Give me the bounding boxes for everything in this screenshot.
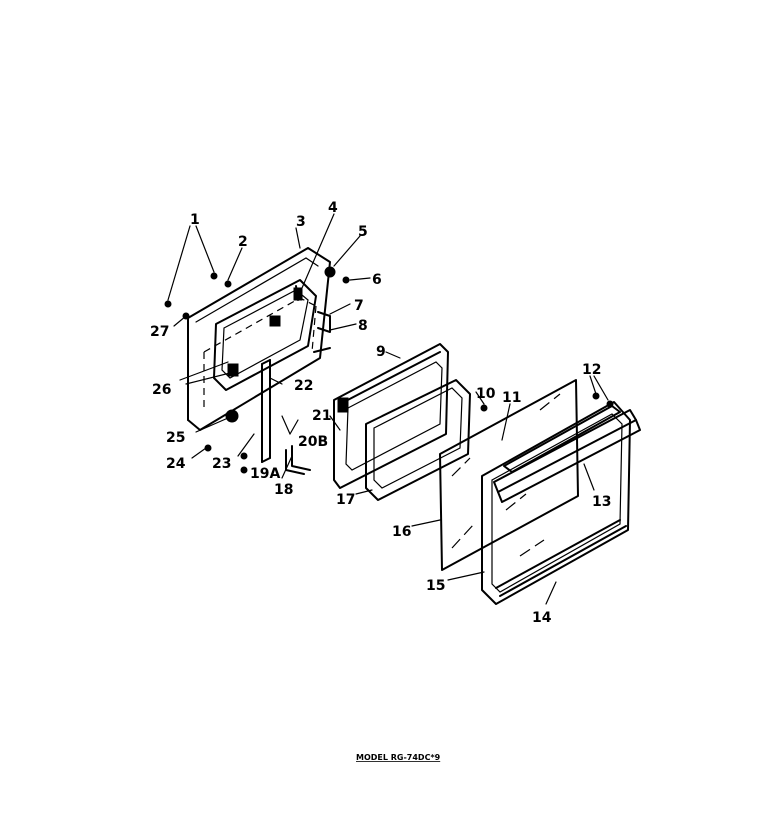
callout-24: 24 <box>166 456 186 472</box>
model-caption: MODEL RG-74DC*9 <box>356 753 441 762</box>
callout-27: 27 <box>150 324 169 340</box>
callout-9: 9 <box>376 344 386 360</box>
latch-bracket <box>313 266 336 353</box>
callout-23: 23 <box>212 456 231 472</box>
callout-16: 16 <box>392 524 411 540</box>
callout-14: 14 <box>532 610 552 626</box>
callout-4: 4 <box>328 200 338 216</box>
door-gasket <box>227 285 303 377</box>
callout-15: 15 <box>426 578 445 594</box>
callout-18: 18 <box>274 482 293 498</box>
callout-25: 25 <box>166 430 185 446</box>
callout-2: 2 <box>238 234 248 250</box>
callout-5: 5 <box>358 224 368 240</box>
top-trim <box>503 405 621 473</box>
window-glass-frame <box>365 379 471 501</box>
callout-19a: 19A <box>250 466 280 482</box>
callout-6: 6 <box>372 272 382 288</box>
door-handle <box>493 409 641 503</box>
screws <box>164 272 614 474</box>
leader-lines <box>167 213 609 605</box>
callout-11: 11 <box>502 390 521 406</box>
callout-22: 22 <box>294 378 313 394</box>
callout-21: 21 <box>312 408 331 424</box>
callout-7: 7 <box>354 298 364 314</box>
inner-door-panel <box>187 247 331 431</box>
callout-17: 17 <box>336 492 355 508</box>
callout-labels: 1 2 3 4 5 6 7 8 9 10 11 12 13 14 15 16 1… <box>150 200 611 626</box>
glass-panel <box>439 379 579 571</box>
callout-3: 3 <box>296 214 306 230</box>
callout-20b: 20B <box>298 434 328 450</box>
callout-13: 13 <box>592 494 611 510</box>
outer-door-frame <box>481 401 631 605</box>
callout-1: 1 <box>190 212 200 228</box>
callout-26: 26 <box>152 382 171 398</box>
callout-10: 10 <box>476 386 496 402</box>
callout-8: 8 <box>358 318 368 334</box>
inner-window-frame <box>333 343 449 489</box>
callout-12: 12 <box>582 362 601 378</box>
